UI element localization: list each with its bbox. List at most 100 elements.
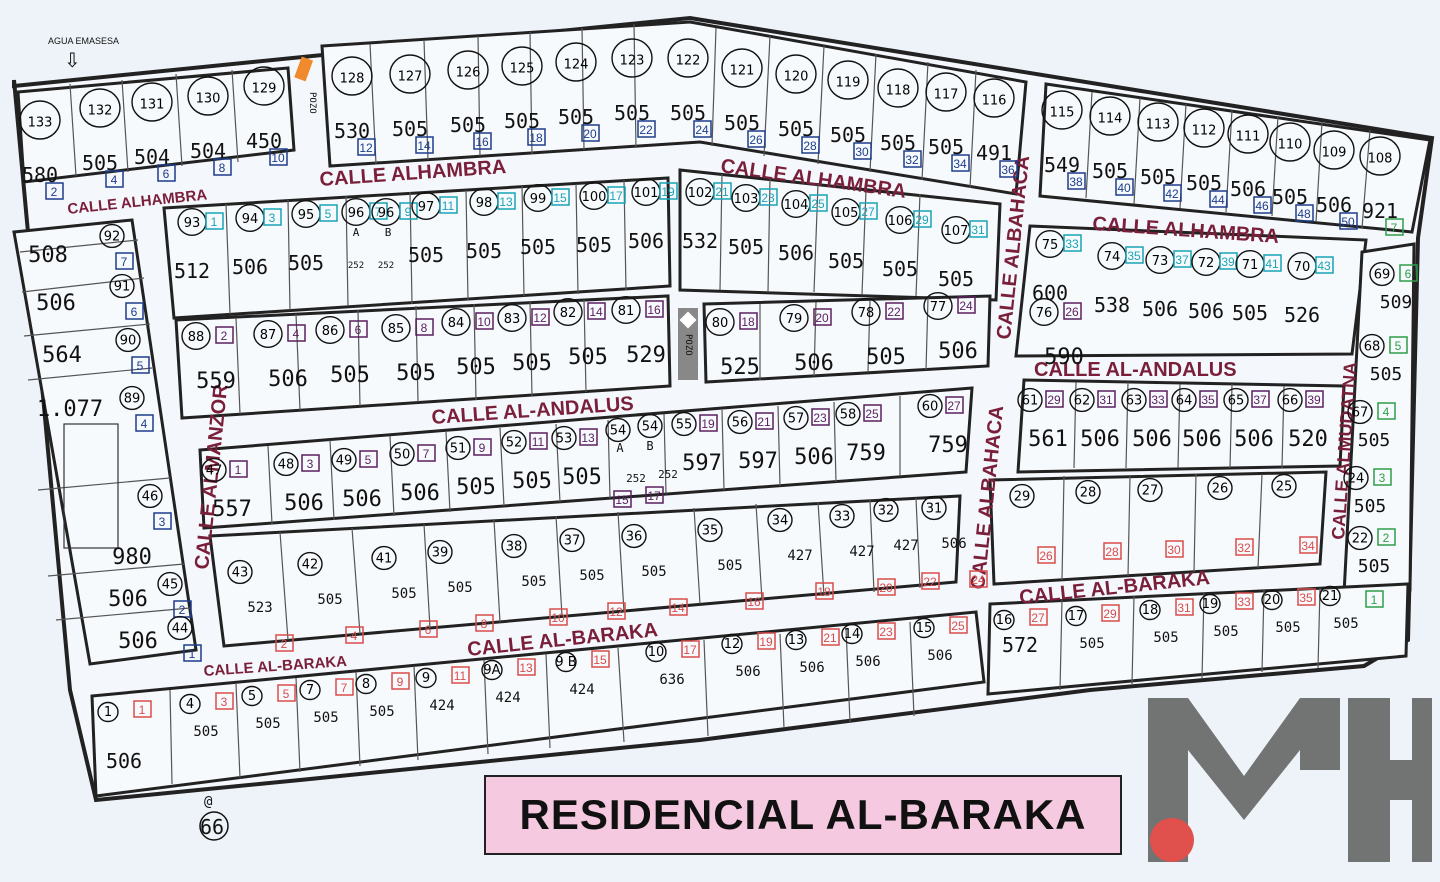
lot-r5-12-code: 26 <box>1039 549 1053 563</box>
lot-r4-0-area: 557 <box>212 497 252 522</box>
lot-r2-21-code: 43 <box>1317 259 1331 273</box>
lot-r2-20-code-box <box>1263 254 1282 272</box>
lot-top-13-code: 28 <box>803 139 817 153</box>
lot-top-24-circle <box>1313 130 1355 170</box>
lot-right-2-number: 67 <box>1352 406 1369 421</box>
lot-r5-2-circle <box>371 545 397 571</box>
lot-r2-3-code-box <box>369 202 388 220</box>
pozo-label-top: POZO <box>307 92 317 114</box>
lot-bottom-10-area: 506 <box>799 660 824 676</box>
lot-bottom-2-circle <box>241 685 263 707</box>
lot-top-19-code-box <box>1115 178 1134 196</box>
street-label: CALLE AL-ANDALUS <box>1034 359 1237 381</box>
lot-right-0-number: 69 <box>1374 268 1391 283</box>
block-row2-left <box>162 176 672 320</box>
lot-right-2-code-box <box>1377 402 1396 420</box>
lot-r4-16-circle <box>1121 387 1147 413</box>
lot-r4-11-number: 57 <box>788 412 805 427</box>
lot-r2-3-area: 252 <box>348 261 364 271</box>
lot-r3-7-number: 81 <box>618 304 635 319</box>
lot-r5-11-circle <box>921 495 947 521</box>
lot-r4-5-circle <box>501 429 527 455</box>
lot-right-1-circle <box>1359 333 1385 359</box>
lot-r4-12-area: 759 <box>846 441 886 466</box>
lot-r5-8-code-box <box>815 582 834 600</box>
lot-top-2-circle <box>131 82 173 122</box>
lot-bottom-14-circle <box>1065 605 1087 627</box>
lot-bottom-17-circle <box>1261 589 1283 611</box>
lot-r4-8-code: 17 <box>647 489 661 503</box>
lot-r4-19-circle <box>1277 387 1303 413</box>
lot-bottom-8-code-box <box>681 640 700 658</box>
lot-r5-1-code: 4 <box>351 629 358 643</box>
lot-top-16-circle <box>925 72 967 112</box>
lot-top-15-number: 118 <box>886 83 911 98</box>
lot-r2-11-code: 23 <box>761 191 775 205</box>
lot-r2-13-area: 505 <box>828 249 864 273</box>
lot-r2-2-area: 505 <box>288 251 324 275</box>
lot-r4-6-code: 13 <box>581 431 595 445</box>
lot-r3-7-code-box <box>645 300 664 318</box>
lot-r4-9-number: 55 <box>676 418 693 433</box>
lot-r4-11-area: 506 <box>794 445 834 470</box>
lot-top-25-number: 108 <box>1368 151 1393 166</box>
lot-top-3-circle <box>187 76 229 116</box>
lot-bottom-3-code: 7 <box>341 681 348 695</box>
lot-bottom-16-code: 33 <box>1237 595 1251 609</box>
lot-r5-9-code: 20 <box>879 581 893 595</box>
lot-r3-12-circle <box>1029 298 1059 327</box>
lot-left-6-code-box <box>183 644 202 662</box>
lot-r5-0-code: 2 <box>281 637 288 651</box>
lot-top-0-circle <box>19 100 61 140</box>
lot-r3-1-number: 87 <box>260 328 277 343</box>
lot-r5-11-code-box <box>969 570 988 588</box>
lot-r2-6-code: 13 <box>499 195 513 209</box>
lot-top-3-code-box <box>213 158 232 176</box>
lot-left-2-number: 90 <box>120 334 137 349</box>
mh-logo <box>1148 698 1432 862</box>
lot-right-5-code-box <box>1365 590 1384 608</box>
lot-top-8-number: 125 <box>510 61 535 76</box>
agua-emasesa-note: AGUA EMASESA <box>48 36 120 46</box>
lot-r3-4-code-box <box>475 312 494 330</box>
lot-r3-9-code: 20 <box>815 311 829 325</box>
lot-r3-5-circle <box>497 304 527 333</box>
lot-r5-6-area: 505 <box>641 564 666 580</box>
lot-r4-3-number: 50 <box>394 448 411 463</box>
lot-bottom-14-code-box <box>1101 604 1120 622</box>
lot-r2-3-number: 96 <box>348 206 365 221</box>
lot-left-3-code: 4 <box>141 417 148 431</box>
lot-top-12-code: 26 <box>749 133 763 147</box>
lot-bottom-10-number: 13 <box>788 633 805 648</box>
lot-r2-4-code-box <box>399 202 418 220</box>
lot-right-0-area: 509 <box>1380 292 1413 313</box>
title-banner: RESIDENCIAL AL-BARAKA <box>484 775 1122 855</box>
lot-top-11-number: 122 <box>676 53 701 68</box>
lot-bottom-13-area: 572 <box>1002 633 1038 657</box>
lot-r5-0-code-box <box>275 634 294 652</box>
lot-bottom-12-code-box <box>949 616 968 634</box>
lot-r5-4-area: 505 <box>521 574 546 590</box>
lot-top-10-number: 123 <box>620 53 645 68</box>
lot-r2-17-code-box <box>1125 246 1144 264</box>
lot-r4-14-circle <box>1017 387 1043 413</box>
lot-r2-7-code-box <box>551 188 570 206</box>
lot-r3-4-number: 84 <box>448 316 465 331</box>
lot-r4-17-code-box <box>1199 390 1218 408</box>
lot-r4-2-code-box <box>359 450 378 468</box>
lot-r3-6-circle <box>553 298 583 327</box>
lot-right-4-code-box <box>1377 528 1396 546</box>
lot-r4-3-area: 506 <box>400 481 440 506</box>
lot-r3-2-code-box <box>349 320 368 338</box>
lot-bottom-6-number: 9A <box>483 663 500 678</box>
lot-bottom-2-code: 5 <box>283 687 290 701</box>
building-outline <box>63 423 119 549</box>
lot-bottom-11-code: 23 <box>879 625 893 639</box>
lot-top-21-circle <box>1183 108 1225 148</box>
lot-right-1-code-box <box>1389 336 1408 354</box>
lot-r3-12-code-box <box>1063 302 1082 320</box>
lot-top-24-code-box <box>1339 212 1358 230</box>
lot-r2-4-area: 252 <box>378 261 394 271</box>
lot-top-12-number: 121 <box>730 63 755 78</box>
